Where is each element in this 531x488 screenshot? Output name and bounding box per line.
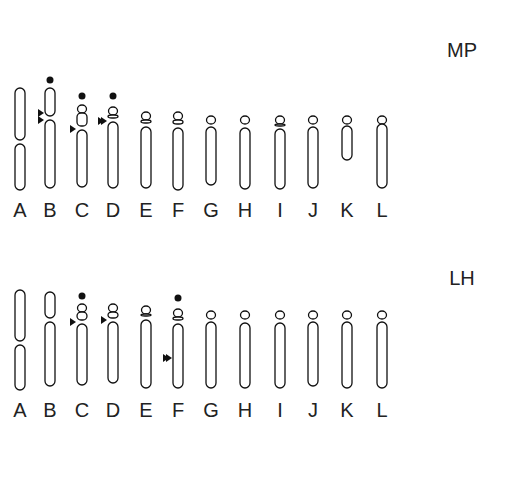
chromosome-letter: D: [106, 400, 120, 420]
chromosome-row: [15, 77, 387, 191]
chromosome-letter: D: [106, 200, 120, 220]
chromosome-letter: J: [308, 200, 318, 220]
chromosome-letter: I: [277, 200, 283, 220]
chromosome-letter: I: [277, 400, 283, 420]
chromosome-letter: B: [43, 400, 56, 420]
sample-label: MP: [447, 40, 477, 60]
chromosome-letter: F: [172, 200, 184, 220]
chromosome-letter: J: [308, 400, 318, 420]
chromosome-letter: C: [75, 200, 89, 220]
chromosome-letter: G: [203, 400, 219, 420]
chromosome-letter: A: [13, 400, 26, 420]
chromosome-letter: H: [238, 200, 252, 220]
chromosome-letter: E: [139, 200, 152, 220]
chromosome-letter: L: [376, 200, 387, 220]
chromosome-letter: L: [376, 400, 387, 420]
chromosome-letter: G: [203, 200, 219, 220]
chromosome-letter: C: [75, 400, 89, 420]
chromosome-letter: B: [43, 200, 56, 220]
chromosome-letter: A: [13, 200, 26, 220]
chromosome-letter: K: [340, 400, 353, 420]
chromosome-letter: H: [238, 400, 252, 420]
chromosome-letter: E: [139, 400, 152, 420]
sample-label: LH: [449, 268, 475, 288]
chromosome-letter: F: [172, 400, 184, 420]
chromosome-row: [15, 290, 387, 390]
chromosome-letter: K: [340, 200, 353, 220]
